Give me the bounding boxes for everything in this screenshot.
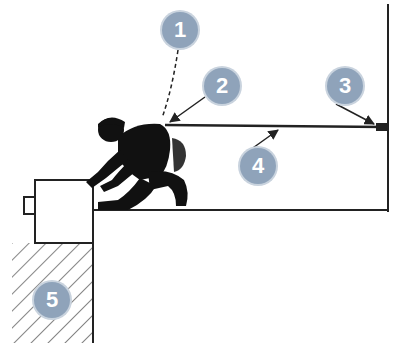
callout-number: 2 — [204, 68, 240, 104]
wall-edge — [92, 243, 94, 343]
roof-surface — [93, 209, 388, 211]
callout-number: 4 — [240, 148, 276, 184]
lifeline — [165, 125, 384, 127]
parapet-block — [35, 180, 93, 243]
right-wall — [387, 4, 389, 212]
parapet-cap — [24, 197, 35, 214]
callout-number: 5 — [34, 282, 70, 318]
leader-line — [170, 97, 205, 122]
leader-line — [336, 104, 374, 124]
leader-line — [250, 130, 278, 150]
leader-line — [162, 50, 178, 118]
callout-number: 3 — [327, 68, 363, 104]
anchor-point — [376, 123, 388, 131]
callout-number: 1 — [162, 12, 198, 48]
worker-figure — [86, 117, 188, 210]
wall-hatching — [12, 243, 93, 343]
